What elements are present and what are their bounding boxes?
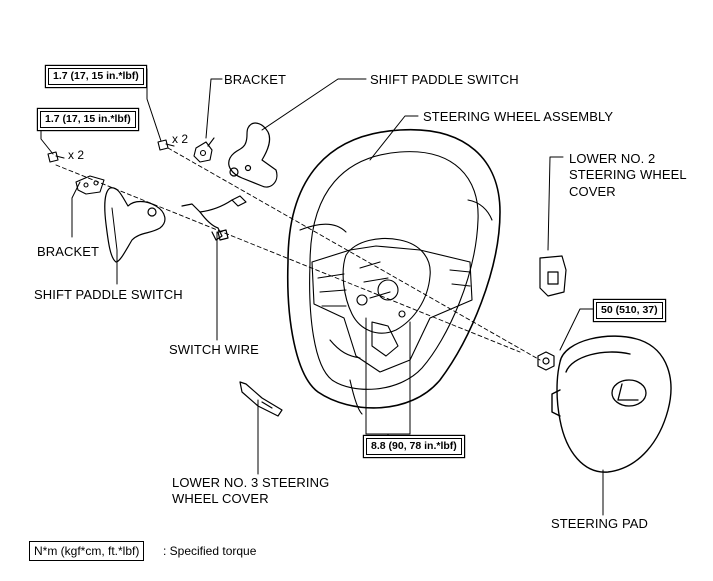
assembly-dashed-lines <box>55 147 541 361</box>
lower-no2-cover-icon <box>539 255 567 297</box>
shift-paddle-switch-top-icon <box>228 122 278 188</box>
label-steering-wheel-assembly: STEERING WHEEL ASSEMBLY <box>423 109 614 124</box>
bolt-icon <box>47 151 65 163</box>
label-lower-no2-line3: COVER <box>569 184 616 199</box>
torque-spec-left: 1.7 (17, 15 in.*lbf) <box>40 111 136 128</box>
bracket-left-icon <box>75 175 105 195</box>
legend-text: : Specified torque <box>163 544 257 558</box>
label-lower-no2-line1: LOWER NO. 2 <box>569 151 656 166</box>
label-shift-paddle-top: SHIFT PADDLE SWITCH <box>370 72 519 87</box>
label-bracket-top: BRACKET <box>224 72 287 87</box>
steering-pad-icon <box>551 335 672 473</box>
shift-paddle-switch-left-icon <box>104 187 166 263</box>
switch-wire-icon <box>181 195 247 241</box>
label-switch-wire: SWITCH WIRE <box>169 342 259 357</box>
torque-spec-nut: 50 (510, 37) <box>596 302 663 319</box>
lexus-logo-icon <box>611 379 647 407</box>
steering-wheel-icon <box>286 128 501 415</box>
quantity-left: x 2 <box>68 148 85 162</box>
torque-spec-top: 1.7 (17, 15 in.*lbf) <box>48 68 144 85</box>
lower-no3-cover-icon <box>239 381 283 417</box>
quantity-top: x 2 <box>172 132 189 146</box>
legend-unit-box: N*m (kgf*cm, ft.*lbf) <box>29 541 145 561</box>
nut-icon <box>537 351 555 371</box>
bracket-top-icon <box>193 137 215 163</box>
label-lower-no3-line2: WHEEL COVER <box>172 491 269 506</box>
label-bracket-left: BRACKET <box>37 244 100 259</box>
label-steering-pad: STEERING PAD <box>551 516 649 531</box>
label-shift-paddle-left: SHIFT PADDLE SWITCH <box>34 287 183 302</box>
label-lower-no2-line2: STEERING WHEEL <box>569 167 687 182</box>
torque-spec-bolts: 8.8 (90, 78 in.*lbf) <box>366 438 462 455</box>
label-lower-no3-line1: LOWER NO. 3 STEERING <box>172 475 330 490</box>
bolt-icon <box>157 139 175 151</box>
